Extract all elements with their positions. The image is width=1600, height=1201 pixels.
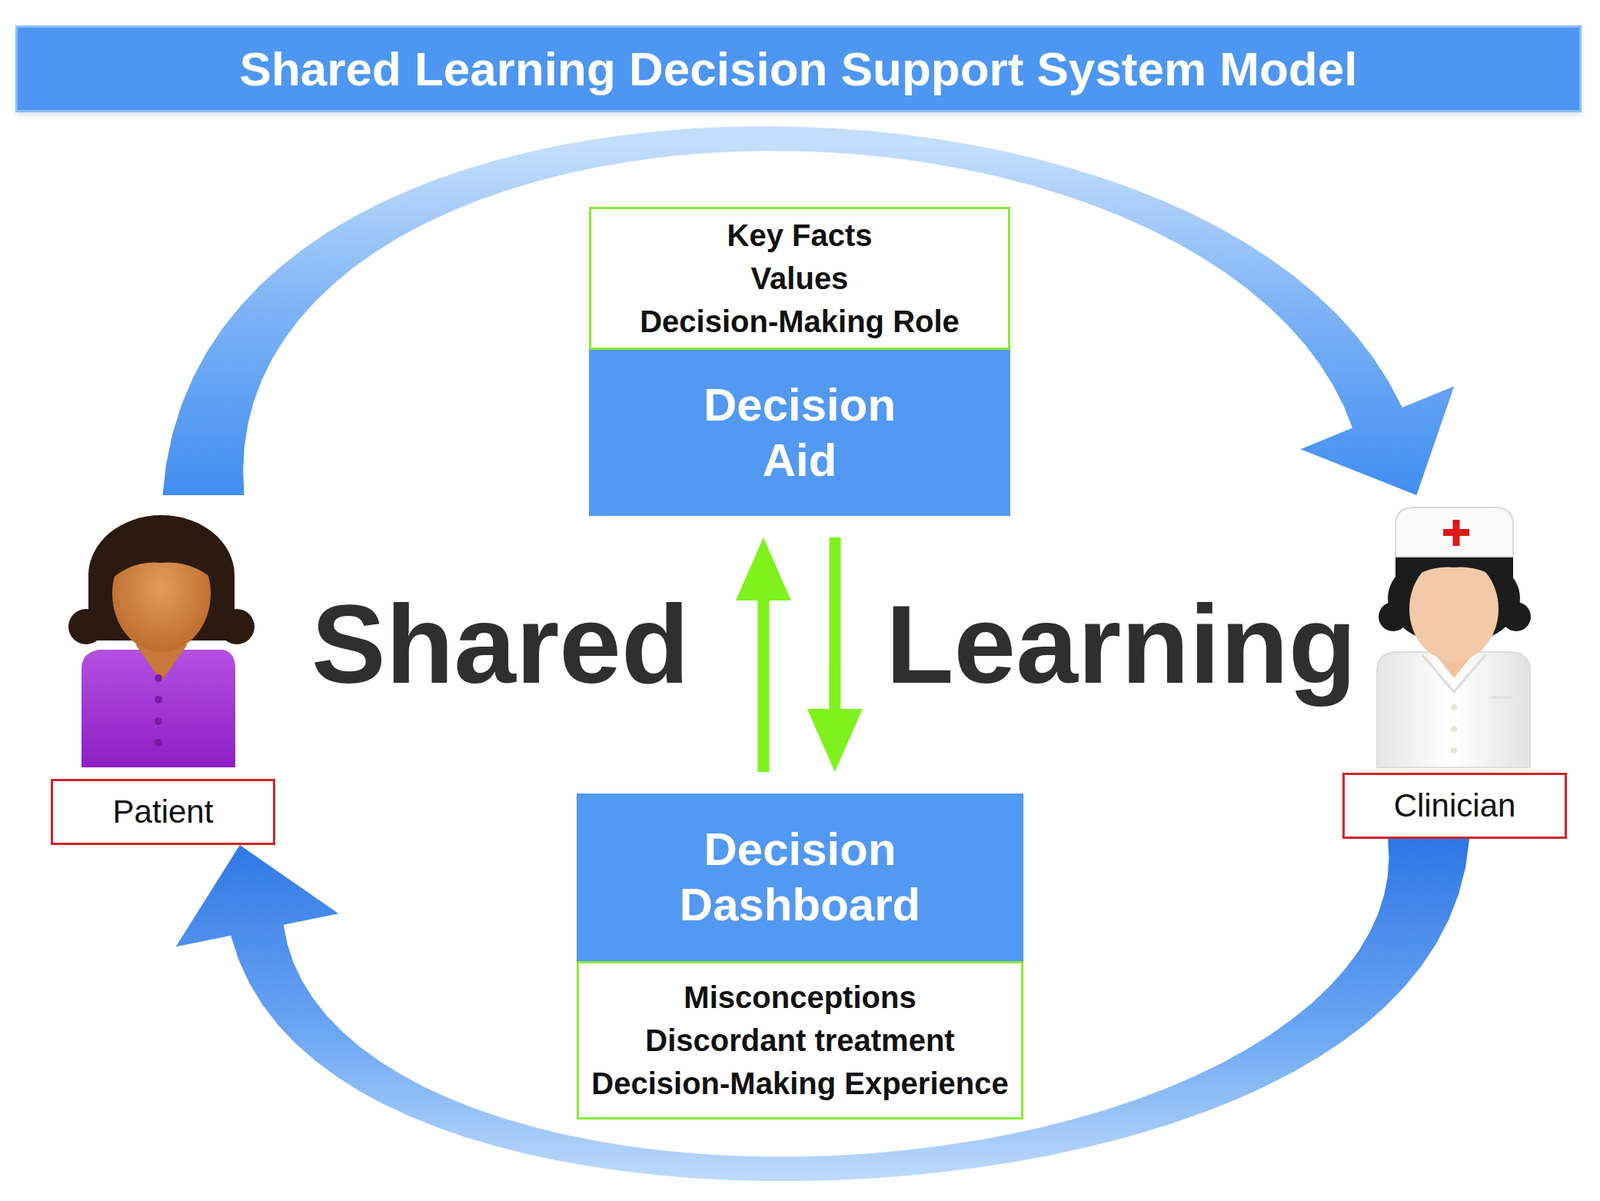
big-label: Learning (885, 588, 1357, 701)
cycle-arrow-shape (162, 126, 1455, 496)
list-item: Misconceptions (683, 975, 916, 1019)
component-box: Decision Dashboard (576, 793, 1024, 962)
box-title: Decision Dashboard (679, 821, 921, 933)
role-label: Patient (50, 778, 276, 845)
arrow-shaft (828, 537, 841, 712)
arrow-shaft (757, 597, 769, 772)
diagram-title: Shared Learning Decision Support System … (239, 41, 1358, 97)
big-label: Shared (311, 588, 690, 701)
role-node: Patient (50, 495, 276, 845)
box-title: Decision Aid (703, 377, 896, 489)
exchange-arrow (735, 537, 792, 772)
list-item: Discordant treatment (645, 1018, 955, 1062)
exchange-arrow (807, 537, 863, 772)
arrow-head (807, 708, 863, 772)
role-node: Clinician (1342, 495, 1567, 839)
clinician-figure (1377, 507, 1531, 768)
detail-list-box: Key FactsValuesDecision-Making Role (588, 206, 1011, 350)
component-box: Decision Aid (588, 349, 1011, 516)
list-item: Decision-Making Role (639, 299, 960, 343)
title-banner: Shared Learning Decision Support System … (15, 25, 1582, 113)
patient-figure (68, 515, 255, 768)
detail-list-box: MisconceptionsDiscordant treatmentDecisi… (576, 961, 1024, 1120)
list-item: Key Facts (727, 213, 873, 257)
cycle-arrow (162, 126, 1455, 496)
list-item: Values (751, 256, 849, 300)
list-item: Decision-Making Experience (591, 1061, 1008, 1105)
role-label: Clinician (1342, 772, 1567, 839)
arrow-head (735, 537, 792, 601)
